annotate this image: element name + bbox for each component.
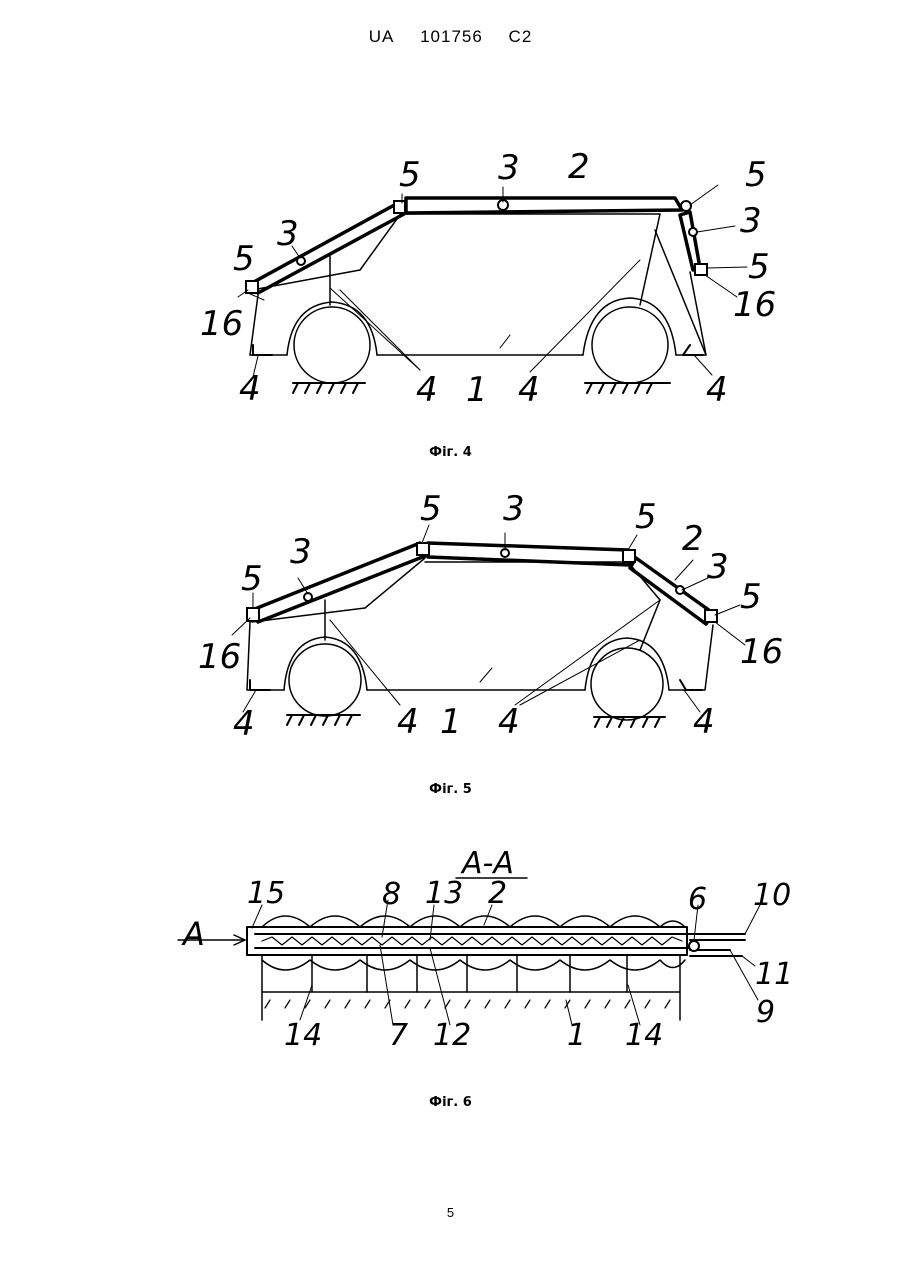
label-6: 6 <box>688 882 707 917</box>
label-1: 1 <box>567 1018 586 1053</box>
label-10: 10 <box>753 878 791 913</box>
label-2: 2 <box>488 876 507 911</box>
lower-cylinders <box>262 960 685 970</box>
panel-body <box>247 927 745 956</box>
label-15: 15 <box>247 876 285 911</box>
label-14: 14 <box>625 1018 663 1053</box>
label-8: 8 <box>382 877 401 912</box>
label-11: 11 <box>755 957 793 992</box>
figure-6-drawing: А-А А <box>0 0 901 1090</box>
label-13: 13 <box>425 876 463 911</box>
upper-cylinders <box>262 916 685 927</box>
base-hatch <box>265 1000 670 1008</box>
label-12: 12 <box>433 1018 471 1053</box>
label-9: 9 <box>756 995 775 1030</box>
figure-6-labels: 15 8 13 2 6 10 11 9 14 7 12 1 14 <box>247 876 793 1053</box>
spring <box>262 937 682 945</box>
figure-6-caption: Фіг. 6 <box>0 1095 901 1110</box>
label-7: 7 <box>389 1018 408 1053</box>
label-14: 14 <box>284 1018 322 1053</box>
section-arrow-label: А <box>181 915 205 953</box>
page-number: 5 <box>0 1205 901 1220</box>
roller <box>689 941 699 951</box>
